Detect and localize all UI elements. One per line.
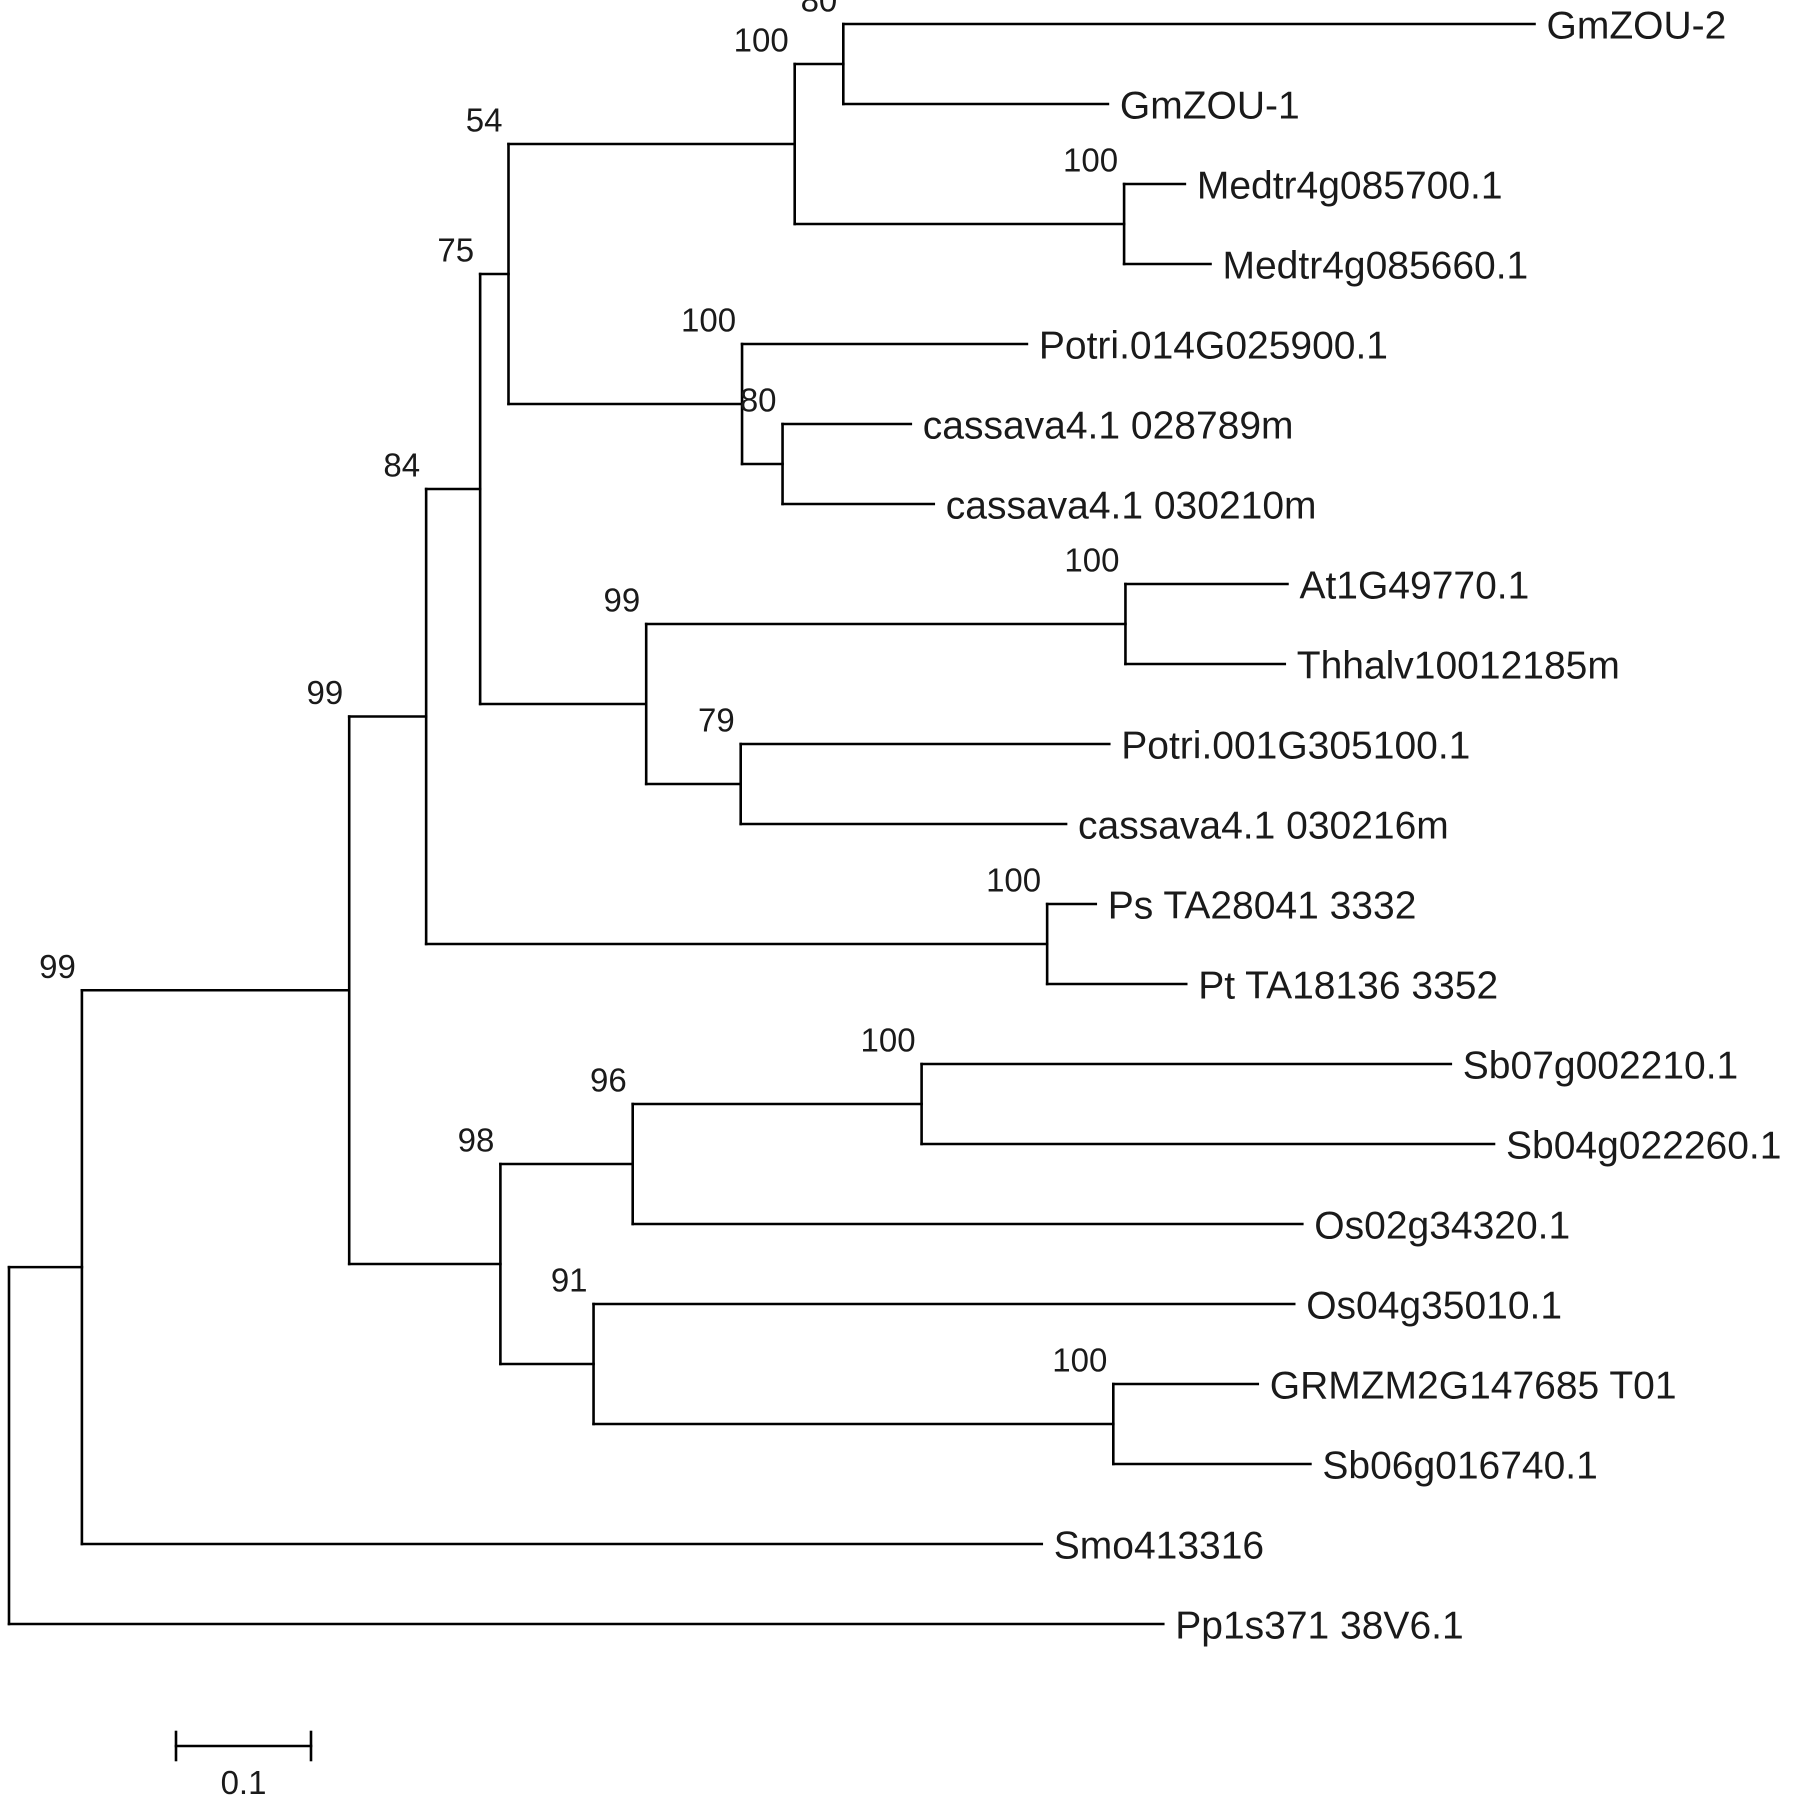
leaf-label-sb04g022260-1: Sb04g022260.1 (1506, 1125, 1781, 1168)
leaf-label-medtr4g085700-1: Medtr4g085700.1 (1197, 165, 1503, 208)
support-value-n-cass: 80 (740, 382, 777, 419)
leaf-label-pp1s371-38v6-1: Pp1s371 38V6.1 (1175, 1605, 1463, 1648)
leaf-label-potri-014g025900-1: Potri.014G025900.1 (1039, 325, 1388, 368)
leaf-label-os02g34320-1: Os02g34320.1 (1314, 1205, 1570, 1248)
leaf-label-medtr4g085660-1: Medtr4g085660.1 (1223, 245, 1529, 288)
support-value-n-seed: 99 (306, 674, 343, 711)
tree-support-values: 80 100 100 80 100 54 100 79 99 75 100 84 100 96 100 91 9… (39, 0, 1119, 1379)
scale-bar-label: 0.1 (221, 1764, 267, 1801)
leaf-label-pt-ta18136-3352: Pt TA18136 3352 (1198, 965, 1498, 1008)
leaf-label-os04g35010-1: Os04g35010.1 (1306, 1285, 1562, 1328)
support-value-n-legume: 100 (734, 22, 789, 59)
leaf-label-grmzm2g147685-t01: GRMZM2G147685 T01 (1270, 1365, 1677, 1408)
tree-branches (7, 22, 1536, 1626)
leaf-label-smo413316: Smo413316 (1054, 1525, 1264, 1568)
leaf-label-cassava4-1-028789m: cassava4.1 028789m (923, 405, 1294, 448)
support-value-n-sb: 100 (861, 1022, 916, 1059)
support-value-n-54: 54 (466, 102, 503, 139)
leaf-label-cassava4-1-030210m: cassava4.1 030210m (946, 485, 1317, 528)
tree-leaf-labels: GmZOU-2GmZOU-1Medtr4g085700.1Medtr4g0856… (923, 5, 1782, 1648)
support-value-n-ps: 100 (986, 862, 1041, 899)
support-value-n-dicot: 84 (383, 447, 420, 484)
leaf-label-cassava4-1-030216m: cassava4.1 030216m (1078, 805, 1449, 848)
support-value-n-91: 91 (551, 1262, 588, 1299)
leaf-label-sb06g016740-1: Sb06g016740.1 (1322, 1445, 1597, 1488)
leaf-label-thhalv10012185m: Thhalv10012185m (1297, 645, 1620, 688)
support-value-n-99a: 99 (603, 582, 640, 619)
support-value-n-land: 99 (39, 948, 76, 985)
support-value-n-gm: 80 (801, 0, 838, 19)
support-value-n-at: 100 (1064, 542, 1119, 579)
leaf-label-potri-001g305100-1: Potri.001G305100.1 (1121, 725, 1470, 768)
leaf-label-gmzou-1: GmZOU-1 (1120, 85, 1300, 128)
leaf-label-gmzou-2: GmZOU-2 (1547, 5, 1727, 48)
support-value-n-79: 79 (698, 702, 735, 739)
support-value-n-grm: 100 (1052, 1342, 1107, 1379)
support-value-n-monocot: 98 (458, 1122, 495, 1159)
leaf-label-at1g49770-1: At1G49770.1 (1299, 565, 1529, 608)
leaf-label-ps-ta28041-3332: Ps TA28041 3332 (1108, 885, 1417, 928)
support-value-n-medtr: 100 (1063, 142, 1118, 179)
support-value-n-potri: 100 (681, 302, 736, 339)
support-value-n-96: 96 (590, 1062, 627, 1099)
leaf-label-sb07g002210-1: Sb07g002210.1 (1463, 1045, 1738, 1088)
scale-bar: 0.1 (174, 1730, 313, 1801)
support-value-n-core: 75 (437, 232, 474, 269)
